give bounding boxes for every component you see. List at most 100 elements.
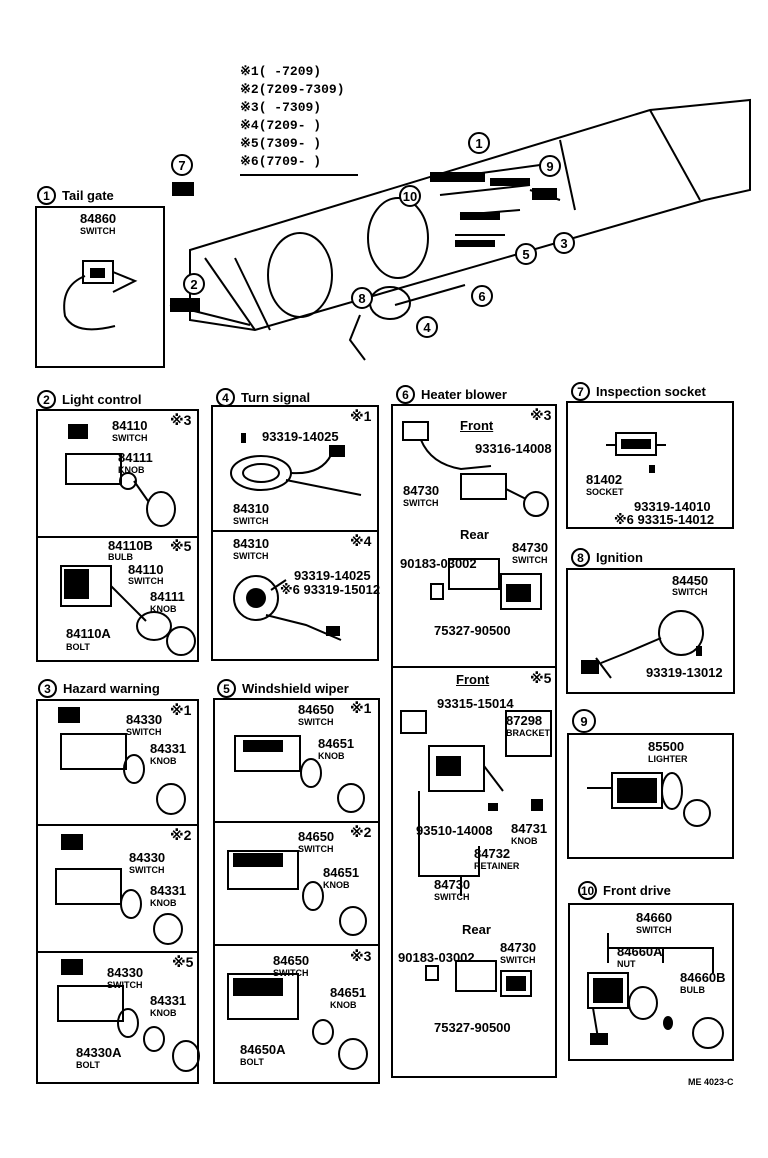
hazard-a-lbl-knob: KNOB bbox=[150, 756, 177, 766]
hazard-a-pn-switch: 84330 bbox=[126, 712, 163, 727]
heater-front2-lbl-retainer: RETAINER bbox=[474, 861, 520, 871]
heater-rear2-pn-switch: 84730 bbox=[500, 940, 537, 955]
heater-front2-lbl-bracket: BRACKET bbox=[506, 728, 550, 738]
tailgate-part-number: 84860 bbox=[80, 211, 117, 226]
heater-front1-lbl-switch: SWITCH bbox=[403, 498, 439, 508]
wiper-b-variant-mark: ※2 bbox=[350, 824, 372, 840]
hazard-a-lbl-switch: SWITCH bbox=[126, 727, 162, 737]
dashboard-overview-drawing bbox=[169, 98, 751, 361]
callout-3: 3 bbox=[553, 232, 575, 254]
hazard-a-drawing bbox=[58, 707, 186, 815]
callout-1: 1 bbox=[468, 132, 490, 154]
inspection-pn-screw: 93319-14010 bbox=[634, 499, 711, 514]
wiper-c-lbl-knob: KNOB bbox=[330, 1000, 357, 1010]
turn-signal-divider bbox=[211, 530, 379, 532]
section-number-6: 6 bbox=[396, 385, 415, 404]
section-label-front-drive: Front drive bbox=[603, 883, 671, 898]
wiper-c-pn-knob: 84651 bbox=[330, 985, 367, 1000]
heater-rear1-pn-plate: 75327-90500 bbox=[434, 623, 511, 638]
heater-front2-lbl-switch: SWITCH bbox=[434, 892, 470, 902]
ignition-pn-switch: 84450 bbox=[672, 573, 709, 588]
heater-front1-pn-switch: 84730 bbox=[403, 483, 440, 498]
section-number-8: 8 bbox=[571, 548, 590, 567]
wiper-b-pn-knob: 84651 bbox=[323, 865, 360, 880]
hazard-c-lbl-bolt: BOLT bbox=[76, 1060, 100, 1070]
ignition-switch-drawing bbox=[581, 610, 704, 679]
hazard-c-pn-switch: 84330 bbox=[107, 965, 144, 980]
heater-front2-pn-retainer: 84732 bbox=[474, 846, 511, 861]
heater-rear2-lbl-switch: SWITCH bbox=[500, 955, 536, 965]
hazard-a-variant-mark: ※1 bbox=[170, 702, 192, 718]
section-label-tailgate: Tail gate bbox=[62, 188, 114, 203]
light-control-divider bbox=[36, 536, 199, 538]
light-a-lbl-switch: SWITCH bbox=[112, 433, 148, 443]
light-a-variant-mark: ※3 bbox=[170, 412, 192, 428]
lighter-drawing bbox=[587, 772, 711, 827]
hazard-b-lbl-switch: SWITCH bbox=[129, 865, 165, 875]
tailgate-switch-drawing bbox=[63, 260, 138, 331]
front-drive-lbl-bulb: BULB bbox=[680, 985, 705, 995]
hazard-b-variant-mark: ※2 bbox=[170, 827, 192, 843]
hazard-a-pn-knob: 84331 bbox=[150, 741, 187, 756]
ignition-lbl-switch: SWITCH bbox=[672, 587, 708, 597]
light-b-lbl-switch: SWITCH bbox=[128, 576, 164, 586]
callout-4: 4 bbox=[416, 316, 438, 338]
heater-front2-pn-bracket: 87298 bbox=[506, 713, 543, 728]
hazard-divider-2 bbox=[36, 951, 199, 953]
turn-b-variant-mark: ※4 bbox=[350, 533, 372, 549]
heater-front2-drawing bbox=[400, 710, 552, 997]
callout-5: 5 bbox=[515, 243, 537, 265]
light-b-variant-mark: ※5 bbox=[170, 538, 192, 554]
turn-b-pn-switch: 84310 bbox=[233, 536, 270, 551]
light-a-lbl-knob: KNOB bbox=[118, 465, 145, 475]
light-b-pn-switch: 84110 bbox=[128, 562, 164, 577]
section-number-10: 10 bbox=[578, 881, 597, 900]
front-drive-drawing bbox=[587, 933, 724, 1049]
light-a-pn-knob: 84111 bbox=[118, 450, 153, 465]
section-title-ignition: 8 Ignition bbox=[571, 548, 643, 567]
ignition-pn-screw: 93319-13012 bbox=[646, 665, 723, 680]
turn-a-lbl-switch: SWITCH bbox=[233, 516, 269, 526]
wiper-a-drawing bbox=[234, 735, 365, 813]
lighter-panel bbox=[567, 733, 734, 859]
section-title-front-drive: 10 Front drive bbox=[578, 881, 671, 900]
inspection-lbl-socket: SOCKET bbox=[586, 487, 624, 497]
section-label-inspection-socket: Inspection socket bbox=[596, 384, 706, 399]
tailgate-panel bbox=[35, 206, 165, 368]
drawing-code: ME 4023-C bbox=[688, 1077, 734, 1087]
section-title-heater-blower: 6 Heater blower bbox=[396, 385, 507, 404]
heater-front1-pn-screw: 93316-14008 bbox=[475, 441, 552, 456]
heater-front1-subtitle: Front bbox=[460, 418, 494, 433]
section-label-turn-signal: Turn signal bbox=[241, 390, 311, 405]
section-number-1: 1 bbox=[37, 186, 56, 205]
inspection-pn-screw2: ※6 93315-14012 bbox=[614, 512, 715, 527]
heater-front2-subtitle: Front bbox=[456, 672, 490, 687]
section-title-hazard-warning: 3 Hazard warning bbox=[38, 679, 160, 698]
callout-7: 7 bbox=[171, 154, 193, 176]
light-b-lbl-knob: KNOB bbox=[150, 604, 177, 614]
turn-a-pn-screw: 93319-14025 bbox=[262, 429, 339, 444]
hazard-c-lbl-switch: SWITCH bbox=[107, 980, 143, 990]
heater-front2-variant-mark: ※5 bbox=[530, 670, 552, 686]
heater-blower-panel bbox=[391, 404, 557, 1078]
wiper-b-drawing bbox=[227, 850, 367, 936]
section-title-windshield-wiper: 5 Windshield wiper bbox=[217, 679, 349, 698]
heater-front1-drawing bbox=[402, 421, 549, 610]
legend-underline bbox=[240, 174, 358, 176]
section-label-heater-blower: Heater blower bbox=[421, 387, 507, 402]
callout-10: 10 bbox=[399, 185, 421, 207]
heater-rear1-lbl-switch: SWITCH bbox=[512, 555, 548, 565]
wiper-divider-2 bbox=[213, 944, 380, 946]
light-a-switch-drawing bbox=[65, 424, 176, 527]
hazard-b-drawing bbox=[55, 834, 183, 945]
heater-front2-lbl-knob: KNOB bbox=[511, 836, 538, 846]
wiper-a-variant-mark: ※1 bbox=[350, 700, 372, 716]
hazard-b-pn-knob: 84331 bbox=[150, 883, 187, 898]
front-drive-lbl-nut: NUT bbox=[617, 959, 636, 969]
wiper-a-pn-knob: 84651 bbox=[318, 736, 355, 751]
heater-rear2-pn-plate: 75327-90500 bbox=[434, 1020, 511, 1035]
hazard-c-lbl-knob: KNOB bbox=[150, 1008, 177, 1018]
heater-front2-pn-knob: 84731 bbox=[511, 821, 548, 836]
heater-front2-pn-screw2: 93510-14008 bbox=[416, 823, 493, 838]
wiper-a-lbl-knob: KNOB bbox=[318, 751, 345, 761]
